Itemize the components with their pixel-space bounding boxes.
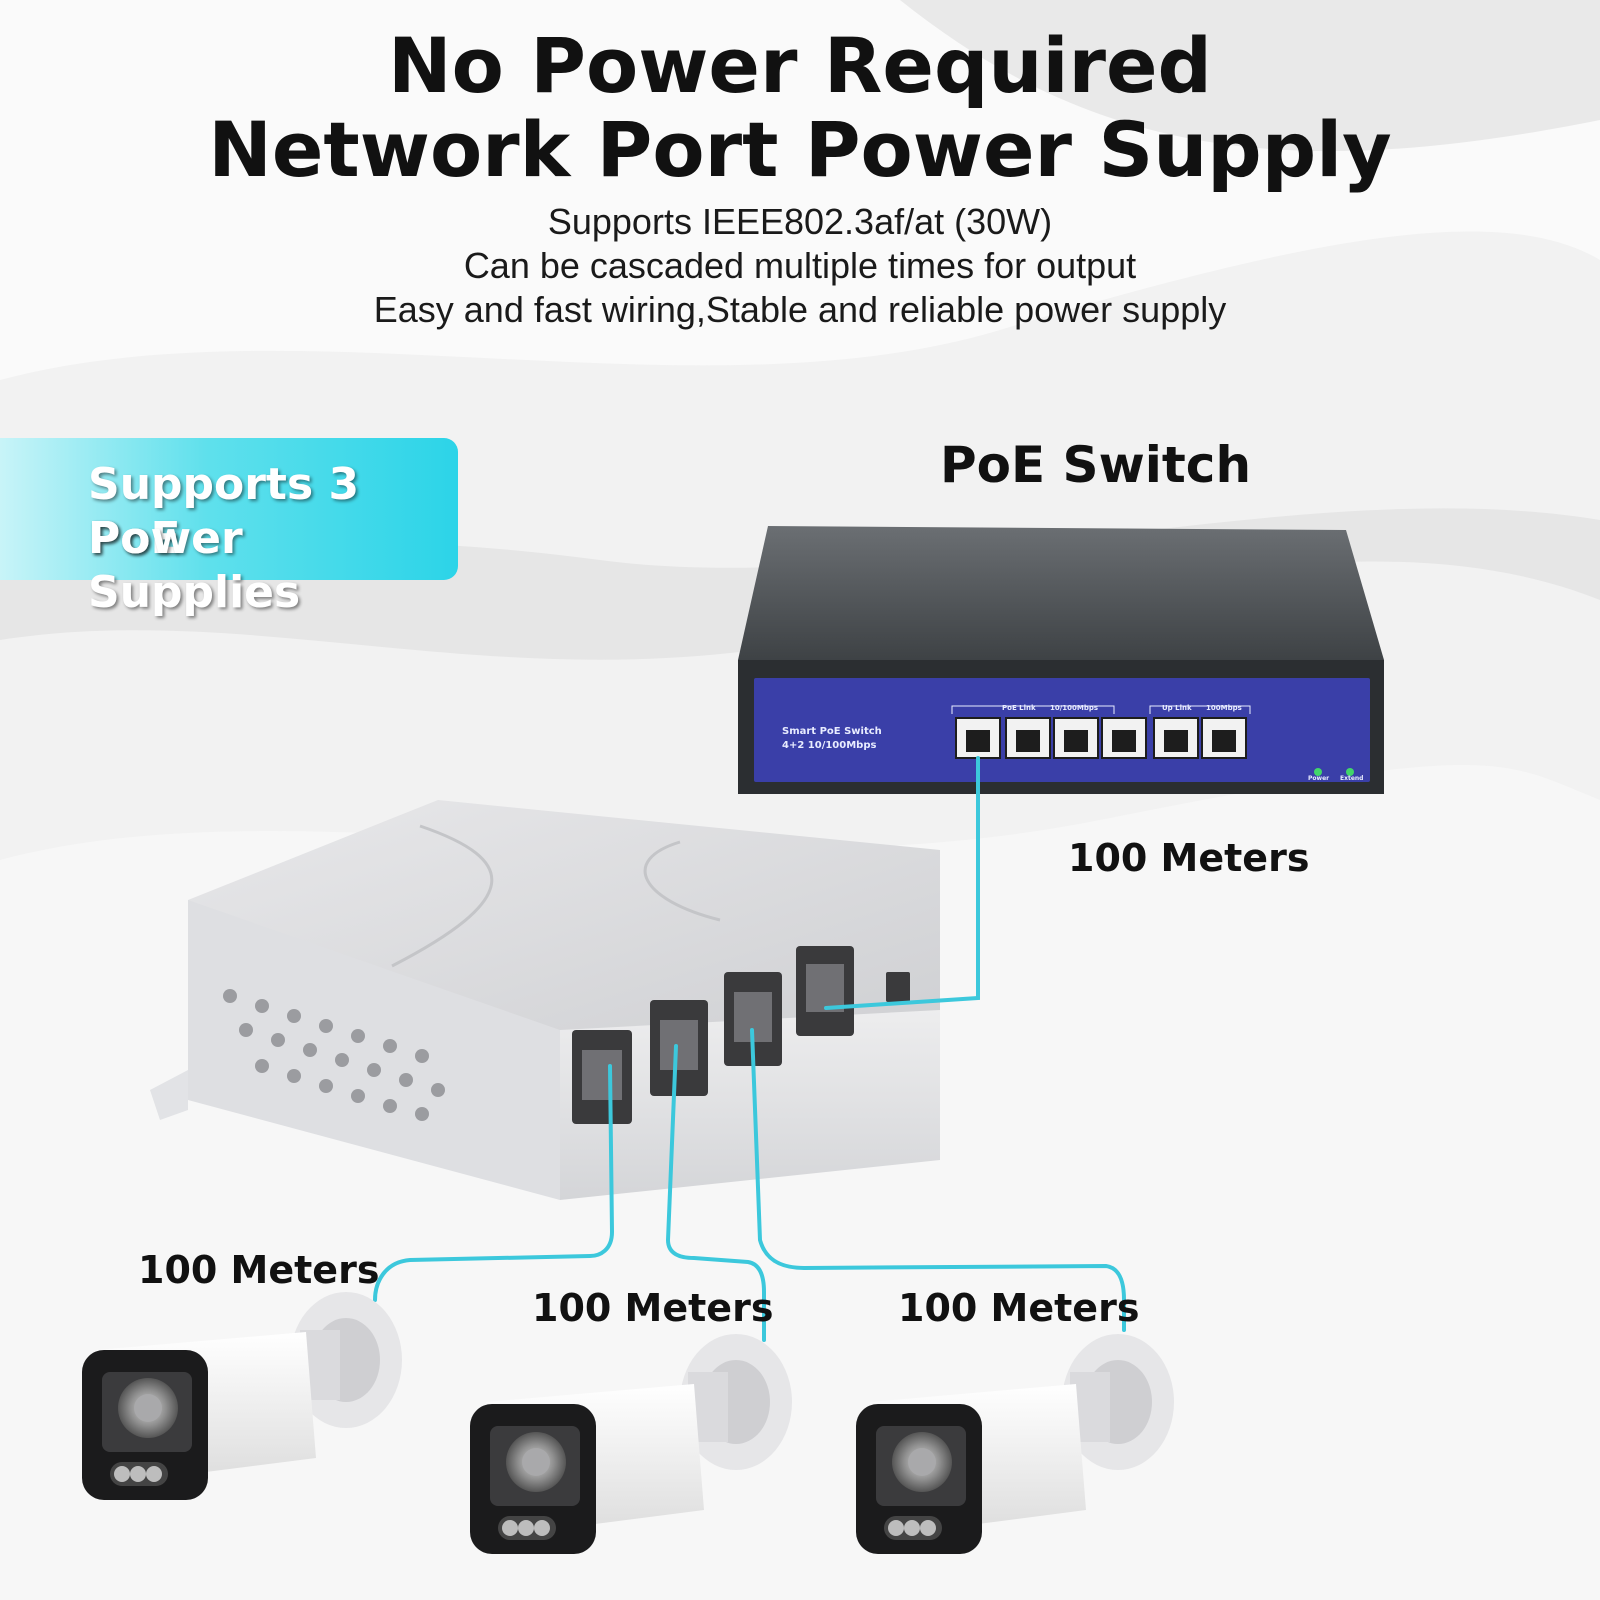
camera-2-cable bbox=[665, 1044, 766, 1342]
subtitle-line-1: Supports IEEE802.3af/at (30W) bbox=[547, 201, 1053, 242]
camera-3-distance-label: 100 Meters bbox=[898, 1286, 1140, 1330]
extend-led-label: Extend bbox=[1340, 775, 1363, 782]
switch-group1-label-b: 10/100Mbps bbox=[1050, 704, 1098, 712]
badge-line-2: Power Supplies bbox=[88, 513, 301, 618]
camera-3 bbox=[856, 1334, 1174, 1554]
poe-switch: Smart PoE Switch 4+2 10/100Mbps PoE Link… bbox=[738, 526, 1384, 794]
uplink-distance-label: 100 Meters bbox=[1068, 836, 1310, 880]
switch-panel-text-1: Smart PoE Switch bbox=[782, 726, 882, 737]
poe-switch-label: PoE Switch bbox=[940, 436, 1252, 494]
cables bbox=[373, 756, 1126, 1342]
camera-1-cable bbox=[373, 1064, 615, 1302]
switch-group1-label-a: PoE Link bbox=[1002, 704, 1036, 712]
switch-group2-label-a: Up Link bbox=[1162, 704, 1192, 712]
camera-1-distance-label: 100 Meters bbox=[138, 1248, 380, 1292]
camera-2-distance-label: 100 Meters bbox=[532, 1286, 774, 1330]
headline-line-1: No Power Required bbox=[388, 21, 1212, 110]
switch-port-5 bbox=[1153, 717, 1199, 759]
poe-supply-badge: Supports 3 PoE Power Supplies bbox=[0, 438, 458, 618]
camera-2 bbox=[470, 1334, 792, 1554]
subtitle-line-3: Easy and fast wiring,Stable and reliable… bbox=[373, 289, 1227, 330]
splitter-dc-jack bbox=[886, 972, 910, 1002]
switch-panel-text-2: 4+2 10/100Mbps bbox=[782, 740, 876, 751]
headline-line-2: Network Port Power Supply bbox=[208, 105, 1392, 194]
uplink-cable bbox=[824, 756, 980, 1010]
extend-led bbox=[1346, 768, 1354, 776]
poe-splitter bbox=[150, 800, 940, 1200]
camera-1 bbox=[82, 1292, 402, 1500]
switch-group2-label-b: 100Mbps bbox=[1206, 704, 1242, 712]
subtitle-line-2: Can be cascaded multiple times for outpu… bbox=[463, 245, 1137, 286]
power-led-label: Power bbox=[1308, 775, 1329, 782]
badge-line-1: Supports 3 PoE bbox=[88, 459, 360, 564]
camera-3-cable bbox=[750, 1028, 1126, 1332]
power-led bbox=[1314, 768, 1322, 776]
